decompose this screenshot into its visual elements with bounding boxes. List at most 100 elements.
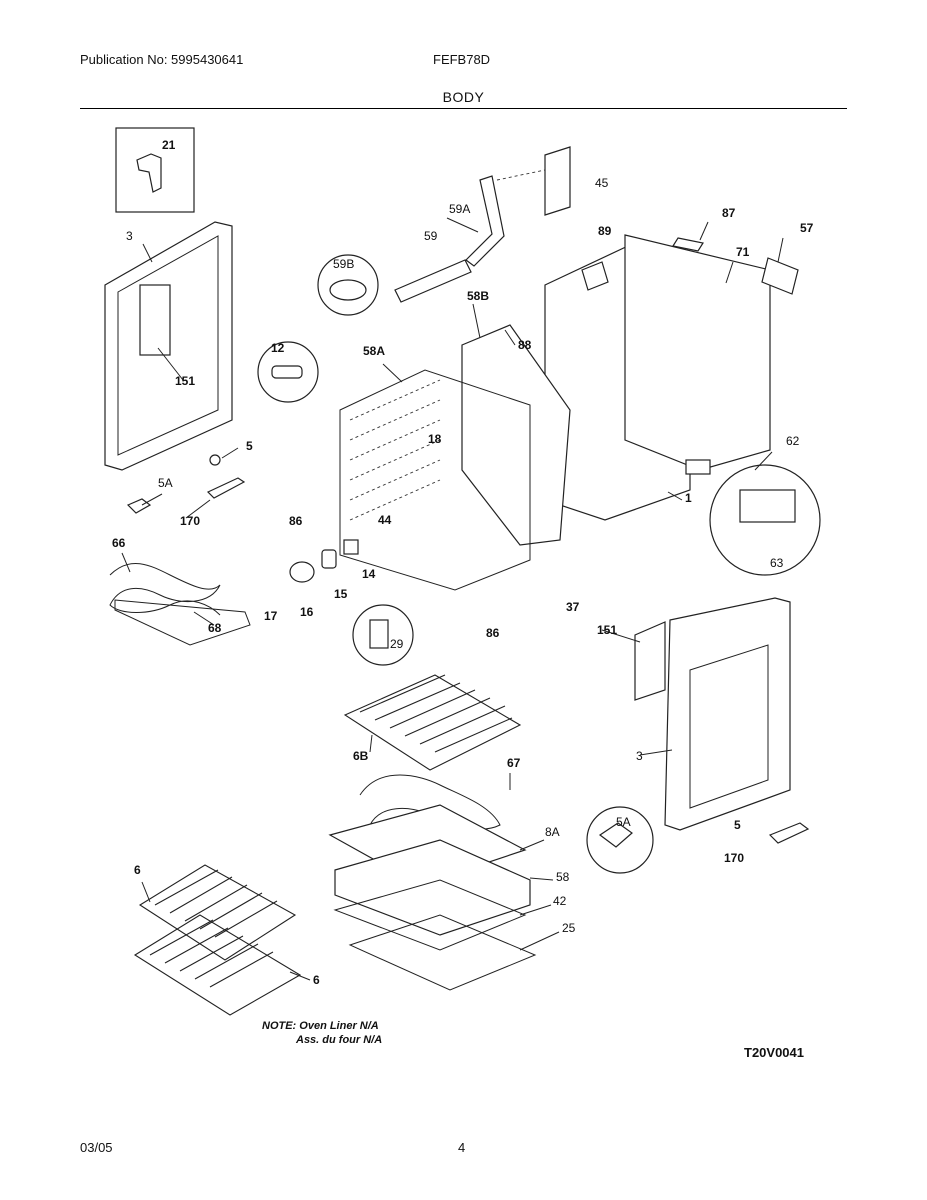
insulation-58	[334, 839, 531, 936]
note-line-2: Ass. du four N/A	[296, 1034, 383, 1046]
leader-line	[157, 347, 184, 381]
left-side-panel-inner	[117, 235, 219, 456]
callout-68: 68	[208, 621, 222, 635]
leader-line	[382, 363, 403, 383]
callout-37: 37	[566, 600, 580, 614]
callout-5a: 5A	[158, 476, 173, 490]
diagram-code: T20V0041	[744, 1045, 804, 1060]
leader-line	[185, 499, 211, 519]
callout-16: 16	[300, 605, 314, 619]
leader-line	[289, 971, 311, 981]
leader-line	[121, 552, 131, 573]
callout-151: 151	[597, 623, 617, 637]
callout-15: 15	[334, 587, 348, 601]
callout-71: 71	[736, 245, 750, 259]
leader-line	[754, 451, 773, 471]
rack-6-upper-wires	[154, 869, 278, 938]
leader-line	[519, 904, 552, 916]
callout-88: 88	[518, 338, 532, 352]
callout-21: 21	[162, 138, 176, 152]
right-side-panel-inner	[689, 644, 769, 809]
callout-25: 25	[562, 921, 576, 935]
leader-line	[141, 493, 163, 506]
channel-45	[544, 146, 571, 216]
leader-line	[725, 261, 734, 284]
bracket-5A-left	[126, 498, 152, 514]
section-title: BODY	[442, 89, 485, 105]
part-59B-cap	[329, 279, 367, 301]
element-shield-68	[114, 599, 251, 646]
part-21-bracket	[136, 153, 162, 193]
callout-67: 67	[507, 756, 521, 770]
callout-59b: 59B	[333, 257, 354, 271]
callout-18: 18	[428, 432, 442, 446]
cavity-rack-slots	[349, 379, 441, 521]
lens-16	[289, 561, 315, 583]
leader-line	[504, 329, 516, 346]
leader-line	[639, 749, 673, 756]
socket-14	[343, 539, 359, 555]
leader-45	[496, 169, 546, 181]
back-cover-71	[624, 234, 771, 471]
cover-25	[348, 914, 537, 991]
model-number: FEFB78D	[433, 52, 491, 67]
bracket-89	[581, 261, 609, 291]
leader-line	[446, 217, 479, 233]
bracket-170-left	[206, 477, 246, 499]
leader-line	[472, 303, 481, 339]
leader-line	[601, 629, 641, 643]
callout-8a: 8A	[545, 825, 560, 839]
leader-line	[141, 881, 151, 903]
leader-line	[142, 243, 153, 263]
callout-6: 6	[134, 863, 141, 877]
callout-151: 151	[175, 374, 195, 388]
callout-1: 1	[685, 491, 692, 505]
callout-58b: 58B	[467, 289, 489, 303]
callout-29: 29	[390, 637, 404, 651]
cover-57	[761, 257, 799, 295]
leader-line	[221, 447, 239, 459]
callout-86: 86	[486, 626, 500, 640]
insulation-58B	[461, 324, 571, 546]
rack-6-upper	[138, 864, 297, 961]
rack-6-lower	[133, 914, 302, 1016]
rack-6-lower-wires	[149, 919, 274, 988]
callout-45: 45	[595, 176, 609, 190]
callout-6: 6	[313, 973, 320, 987]
callout-labels: 21315155A170666859B1259A59458987577158B8…	[112, 138, 814, 987]
callout-62: 62	[786, 434, 800, 448]
leader-line	[193, 611, 215, 626]
callout-170: 170	[724, 851, 744, 865]
callout-5: 5	[246, 439, 253, 453]
callout-42: 42	[553, 894, 567, 908]
leader-line	[777, 237, 784, 263]
leader-line	[699, 221, 709, 241]
terminal-block-62	[739, 489, 796, 523]
callout-44: 44	[378, 513, 392, 527]
part-29	[369, 619, 389, 649]
callout-12: 12	[271, 341, 285, 355]
screw-5-left	[209, 454, 221, 466]
header-rule	[80, 108, 847, 109]
callout-6b: 6B	[353, 749, 369, 763]
callout-59: 59	[424, 229, 438, 243]
part-12-switch	[271, 365, 303, 379]
panel-bracket-151-right	[634, 621, 666, 701]
note-line-1: NOTE: Oven Liner N/A	[262, 1020, 379, 1032]
callout-3: 3	[636, 749, 643, 763]
callout-59a: 59A	[449, 202, 470, 216]
right-side-panel	[664, 597, 791, 831]
oven-cavity-58A	[339, 369, 531, 591]
leader-line	[667, 491, 683, 501]
leader-line	[519, 839, 545, 851]
callout-5: 5	[734, 818, 741, 832]
oven-liner-note: NOTE: Oven Liner N/A Ass. du four N/A	[262, 1019, 382, 1047]
callout-3: 3	[126, 229, 133, 243]
callout-14: 14	[362, 567, 376, 581]
bake-element-66	[109, 562, 221, 616]
callout-170: 170	[180, 514, 200, 528]
panel-bracket-151-left	[139, 284, 171, 356]
callout-87: 87	[722, 206, 736, 220]
callout-63: 63	[770, 556, 784, 570]
